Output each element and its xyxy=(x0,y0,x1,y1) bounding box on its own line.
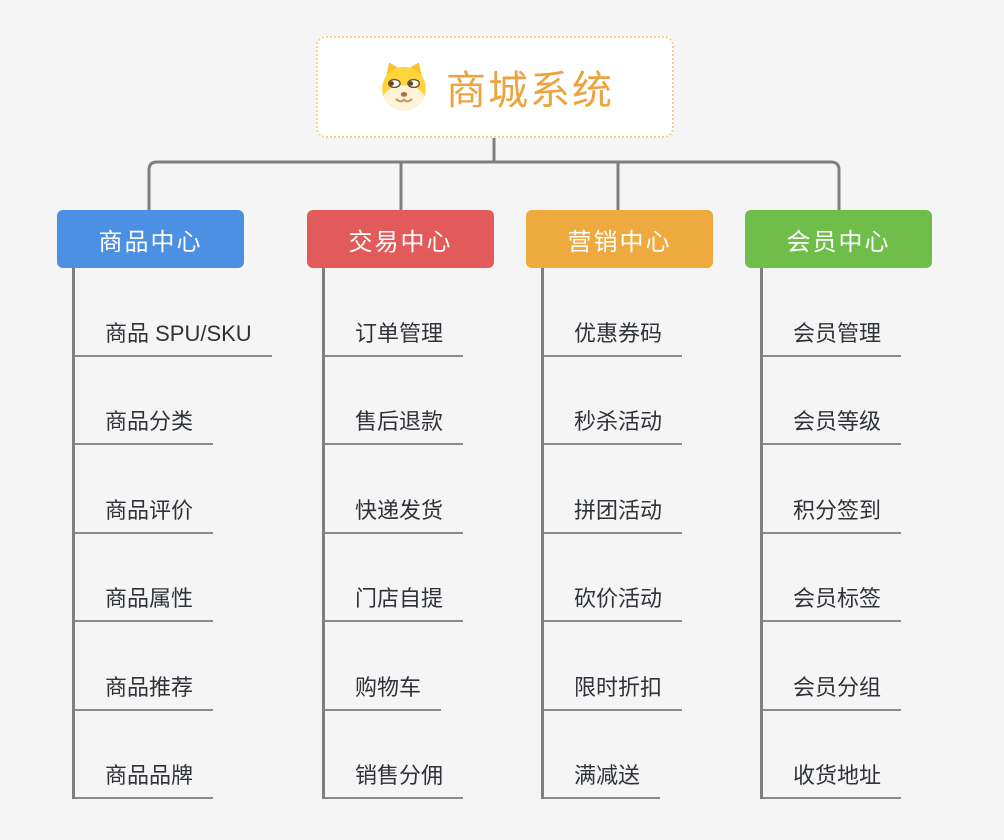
child-node[interactable]: 快递发货 xyxy=(325,493,464,534)
root-node-title: 商城系统 xyxy=(446,69,614,113)
branch-node-label: 营销中心 xyxy=(567,228,672,256)
child-node[interactable]: 订单管理 xyxy=(325,316,464,357)
child-node[interactable]: 售后退款 xyxy=(325,404,464,445)
child-node[interactable]: 商品推荐 xyxy=(75,670,214,711)
child-node[interactable]: 商品品牌 xyxy=(75,758,214,799)
child-row: 会员标签 xyxy=(763,534,902,622)
child-row: 购物车 xyxy=(325,622,463,711)
children-column-marketing-center: 优惠券码 秒杀活动 拼团活动 砍价活动 限时折扣 满减送 xyxy=(541,268,683,799)
child-row: 快递发货 xyxy=(325,445,464,534)
child-row: 订单管理 xyxy=(325,268,464,357)
child-node[interactable]: 商品分类 xyxy=(75,404,214,445)
children-column-product-center: 商品 SPU/SKU 商品分类 商品评价 商品属性 商品推荐 商品品牌 xyxy=(72,268,272,799)
dog-face-icon xyxy=(382,62,426,111)
child-node[interactable]: 购物车 xyxy=(325,670,442,711)
child-row: 会员等级 xyxy=(763,357,902,445)
child-node[interactable]: 会员管理 xyxy=(763,316,902,357)
child-row: 商品 SPU/SKU xyxy=(75,268,272,357)
child-node[interactable]: 收货地址 xyxy=(763,758,902,799)
child-row: 商品属性 xyxy=(75,534,272,622)
child-node[interactable]: 商品 SPU/SKU xyxy=(75,316,272,357)
child-row: 收货地址 xyxy=(763,711,902,799)
child-node[interactable]: 拼团活动 xyxy=(544,493,683,534)
child-row: 销售分佣 xyxy=(325,711,464,799)
branch-node-label: 交易中心 xyxy=(348,228,453,256)
child-node[interactable]: 积分签到 xyxy=(763,493,902,534)
branch-node-member-center[interactable]: 会员中心 xyxy=(745,210,932,268)
child-node[interactable]: 商品评价 xyxy=(75,493,214,534)
children-column-trade-center: 订单管理 售后退款 快递发货 门店自提 购物车 销售分佣 xyxy=(322,268,464,799)
child-row: 商品推荐 xyxy=(75,622,272,711)
child-row: 商品分类 xyxy=(75,357,272,445)
child-node[interactable]: 限时折扣 xyxy=(544,670,683,711)
child-node[interactable]: 优惠券码 xyxy=(544,316,683,357)
branch-node-product-center[interactable]: 商品中心 xyxy=(57,210,244,268)
child-node[interactable]: 秒杀活动 xyxy=(544,404,683,445)
root-node-mall-system[interactable]: 商城系统 xyxy=(316,36,674,138)
children-column-member-center: 会员管理 会员等级 积分签到 会员标签 会员分组 收货地址 xyxy=(760,268,902,799)
child-node[interactable]: 会员分组 xyxy=(763,670,902,711)
child-row: 秒杀活动 xyxy=(544,357,683,445)
child-row: 商品评价 xyxy=(75,445,272,534)
child-node[interactable]: 销售分佣 xyxy=(325,758,464,799)
child-row: 门店自提 xyxy=(325,534,464,622)
branch-node-label: 会员中心 xyxy=(786,228,891,256)
child-row: 售后退款 xyxy=(325,357,464,445)
child-row: 砍价活动 xyxy=(544,534,683,622)
child-node[interactable]: 砍价活动 xyxy=(544,581,683,622)
child-node[interactable]: 商品属性 xyxy=(75,581,214,622)
child-row: 限时折扣 xyxy=(544,622,683,711)
child-node[interactable]: 会员等级 xyxy=(763,404,902,445)
child-row: 拼团活动 xyxy=(544,445,683,534)
branch-node-marketing-center[interactable]: 营销中心 xyxy=(526,210,713,268)
branch-node-label: 商品中心 xyxy=(98,228,203,256)
branch-node-trade-center[interactable]: 交易中心 xyxy=(307,210,494,268)
child-row: 积分签到 xyxy=(763,445,902,534)
child-row: 会员分组 xyxy=(763,622,902,711)
child-row: 会员管理 xyxy=(763,268,902,357)
child-row: 满减送 xyxy=(544,711,682,799)
child-node[interactable]: 满减送 xyxy=(544,758,661,799)
child-node[interactable]: 门店自提 xyxy=(325,581,464,622)
child-node[interactable]: 会员标签 xyxy=(763,581,902,622)
child-row: 商品品牌 xyxy=(75,711,272,799)
child-row: 优惠券码 xyxy=(544,268,683,357)
